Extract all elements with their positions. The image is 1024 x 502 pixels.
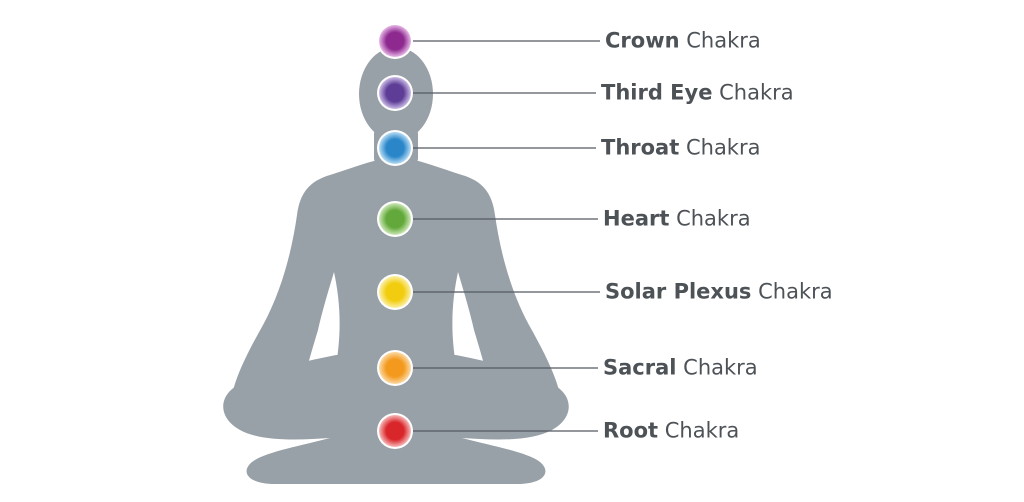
chakra-dot-crown (379, 25, 411, 57)
chakra-suffix: Chakra (664, 418, 740, 443)
leader-lines (395, 40, 600, 432)
chakra-label-crown: Crown Chakra (605, 28, 761, 53)
chakra-dot-throat (379, 132, 411, 164)
chakra-dot-heart (379, 203, 411, 235)
chakra-suffix: Chakra (683, 355, 758, 380)
chakra-name: Crown (605, 28, 680, 53)
chakra-name: Solar Plexus (605, 279, 752, 304)
chakra-label-root: Root Chakra (603, 418, 740, 443)
chakra-dot-third-eye (379, 77, 411, 109)
chakra-label-heart: Heart Chakra (603, 206, 751, 231)
chakra-name: Sacral (603, 355, 677, 380)
chakra-suffix: Chakra (685, 135, 761, 160)
chakra-label-solar-plexus: Solar Plexus Chakra (605, 279, 833, 304)
chakra-dot-root (379, 415, 411, 447)
chakra-dots (377, 23, 413, 449)
chakra-label-throat: Throat Chakra (601, 135, 761, 160)
chakra-suffix: Chakra (686, 28, 761, 53)
chakra-label-sacral: Sacral Chakra (603, 355, 758, 380)
chakra-suffix: Chakra (758, 279, 833, 304)
chakra-name: Throat (601, 135, 680, 160)
chakra-suffix: Chakra (676, 206, 751, 231)
chakra-dot-solar-plexus (379, 276, 411, 308)
chakra-suffix: Chakra (719, 80, 794, 105)
chakra-name: Heart (603, 206, 670, 231)
chakra-dot-sacral (379, 352, 411, 384)
chakra-name: Third Eye (601, 80, 713, 105)
chakra-label-third-eye: Third Eye Chakra (601, 80, 794, 105)
chakra-name: Root (603, 418, 659, 443)
